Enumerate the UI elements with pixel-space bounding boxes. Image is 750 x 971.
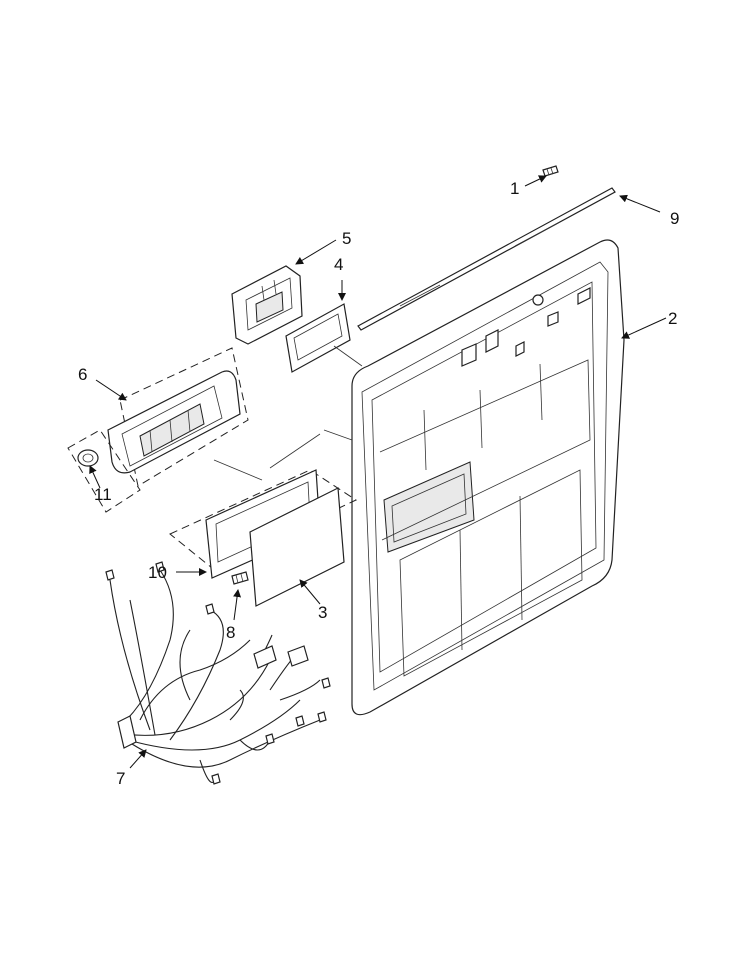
callout-1: 1 — [510, 179, 519, 198]
screw-part-1 — [542, 165, 559, 177]
callout-5: 5 — [342, 229, 351, 248]
callout-11: 11 — [94, 485, 112, 504]
knob-outline — [67, 429, 141, 513]
callout-10: 10 — [148, 563, 167, 582]
control-housing-part-6 — [107, 347, 249, 487]
wire-harness-part-7 — [105, 561, 331, 785]
cover-plate-part-3 — [249, 487, 345, 607]
screw-part-8 — [231, 571, 249, 585]
inner-door-panel-part-2 — [351, 239, 625, 716]
trim-strip-part-9 — [357, 187, 616, 331]
knob-part-11 — [77, 449, 99, 467]
callout-9: 9 — [670, 209, 679, 228]
callout-7: 7 — [116, 769, 125, 788]
assembly-guide-lines — [213, 345, 363, 481]
control-bracket-part-5 — [231, 265, 303, 345]
callout-3: 3 — [318, 603, 327, 622]
leader-lines — [89, 175, 667, 769]
callout-6: 6 — [78, 365, 87, 384]
callout-labels: 1 2 3 4 5 6 7 8 9 10 11 — [78, 179, 679, 788]
gasket-part-4 — [285, 303, 351, 373]
callout-4: 4 — [334, 255, 343, 274]
callout-2: 2 — [668, 309, 677, 328]
callout-8: 8 — [226, 623, 235, 642]
